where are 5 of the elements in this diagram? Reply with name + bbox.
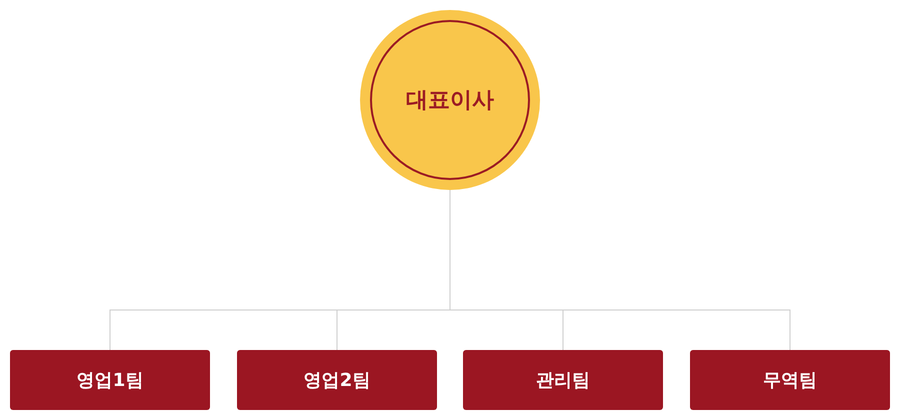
team-box: 무역팀 xyxy=(690,350,890,410)
team-box: 영업1팀 xyxy=(10,350,210,410)
team-box: 영업2팀 xyxy=(237,350,437,410)
team-box: 관리팀 xyxy=(463,350,663,410)
circle-node: 대표이사 xyxy=(360,10,540,190)
